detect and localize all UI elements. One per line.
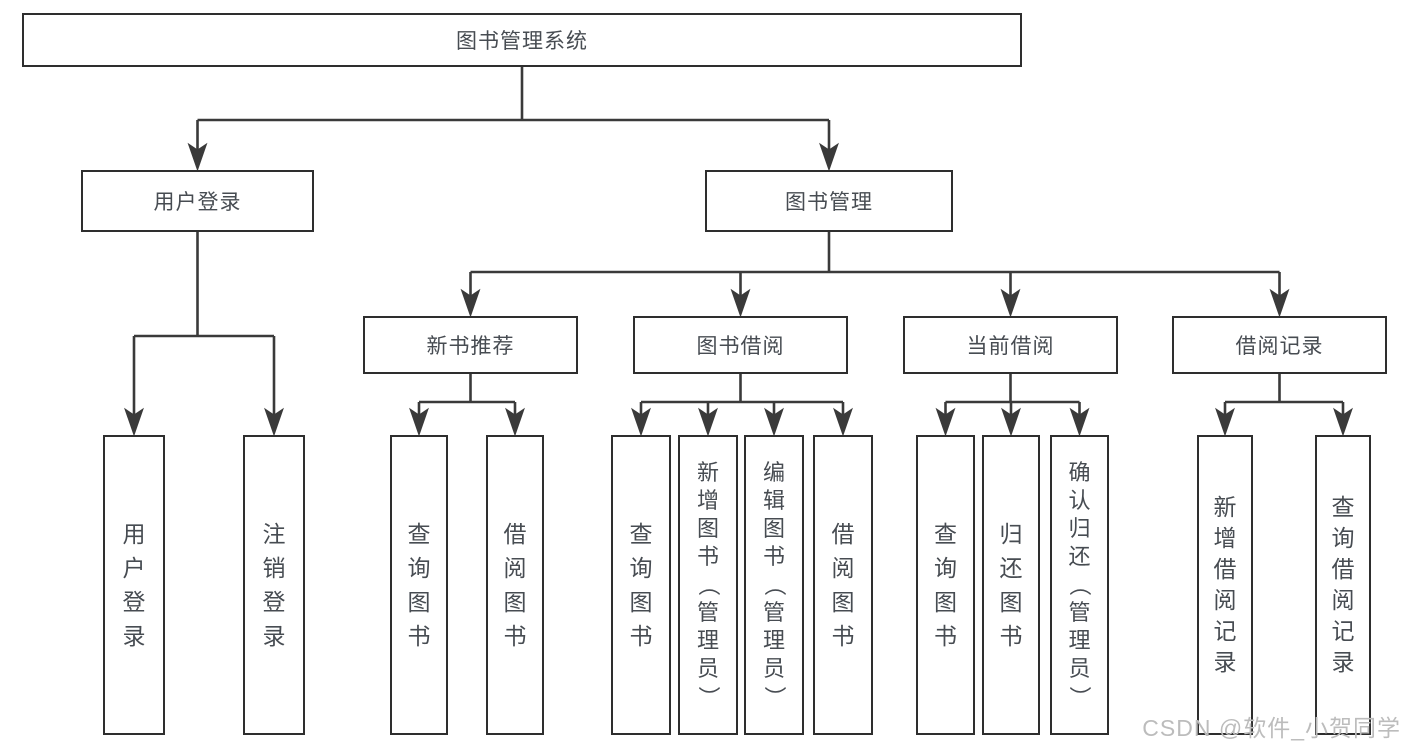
leaf-add-borrow-record: 新增借阅记录 <box>1197 435 1253 735</box>
connector-newbook-to-leaves <box>409 374 525 437</box>
leaf-query-books-current: 查询图书 <box>916 435 975 735</box>
node-label: 新书推荐 <box>426 335 515 358</box>
node-label: 借阅记录 <box>1235 335 1324 358</box>
node-label: 图书管理系统 <box>456 30 588 53</box>
leaf-query-books-borrow: 查询图书 <box>611 435 671 735</box>
leaf-borrow-books-recommend: 借阅图书 <box>486 435 544 735</box>
node-label: 图书借阅 <box>696 335 785 358</box>
connector-userlogin-to-leaves <box>124 232 284 437</box>
leaf-borrow-books: 借阅图书 <box>813 435 873 735</box>
node-user-login-branch: 用户登录 <box>81 170 314 232</box>
leaf-add-books-admin: 新增图书（管理员） <box>678 435 738 735</box>
node-current-borrowing: 当前借阅 <box>903 316 1118 374</box>
leaf-user-login: 用户登录 <box>103 435 165 735</box>
leaf-logout: 注销登录 <box>243 435 305 735</box>
node-library-management-system: 图书管理系统 <box>22 13 1022 67</box>
connector-record-to-leaves <box>1215 374 1353 437</box>
node-book-management-branch: 图书管理 <box>705 170 953 232</box>
connector-bookmgmt-to-level3 <box>460 232 1290 318</box>
connector-root-to-level2 <box>187 67 839 172</box>
leaf-edit-books-admin: 编辑图书（管理员） <box>744 435 804 735</box>
leaf-query-books-recommend: 查询图书 <box>390 435 448 735</box>
node-borrowing-records: 借阅记录 <box>1172 316 1387 374</box>
leaf-return-books: 归还图书 <box>982 435 1040 735</box>
connector-current-to-leaves <box>935 374 1090 437</box>
leaf-query-borrow-record: 查询借阅记录 <box>1315 435 1371 735</box>
connector-borrow-to-leaves <box>631 374 853 437</box>
node-new-book-recommendation: 新书推荐 <box>363 316 578 374</box>
node-label: 图书管理 <box>785 191 873 214</box>
node-book-borrowing: 图书借阅 <box>633 316 848 374</box>
node-label: 用户登录 <box>153 191 242 214</box>
node-label: 当前借阅 <box>966 335 1055 358</box>
csdn-watermark: CSDN @软件_小贺同学 <box>1142 715 1401 741</box>
leaf-confirm-return-admin: 确认归还（管理员） <box>1050 435 1109 735</box>
